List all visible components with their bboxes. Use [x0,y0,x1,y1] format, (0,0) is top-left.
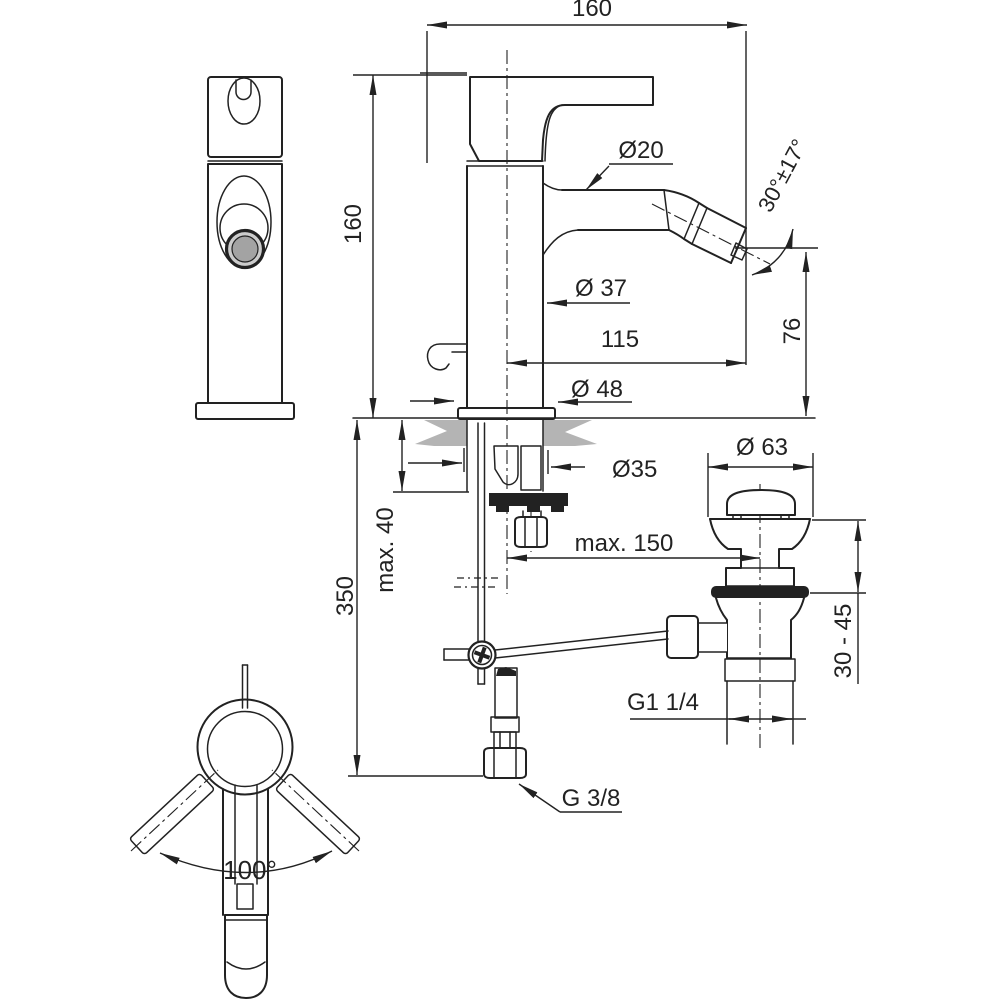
drain-cap [726,489,796,516]
dim-label-swivel-angle: 100° [223,855,277,885]
mounting-nut [489,493,568,506]
drain-assembly [666,484,811,748]
drain-flange-left [709,518,742,587]
top-lever-paddle [224,974,268,999]
front-lever-outline [227,77,261,125]
drain-flange-right [778,518,811,587]
dim-label-hose-length: 350 [332,576,359,616]
hose-connector-nut [514,516,548,548]
dim-label-spout-angle: 30°±17° [753,135,812,216]
front-view [195,76,295,420]
dim-label-height-body: 160 [340,204,367,244]
dim-label-spout-dia: Ø20 [618,137,663,164]
top-lever-swing-left [129,773,215,855]
dim-label-waste-thread: G1 1/4 [627,689,699,716]
top-view: 100° [129,664,361,999]
hose-crimp [490,716,520,733]
top-body-outer [196,698,294,796]
mounting-stud [520,445,542,491]
dim-label-base-dia: Ø 48 [571,376,623,403]
spout-axis-centerline [651,203,771,265]
dim-label-waste-cap-dia: Ø 63 [736,434,788,461]
deck-slab-right [543,420,597,446]
front-body [207,163,283,404]
dim-label-rod-length: max. 150 [575,530,674,557]
dim-label-width-overall: 160 [572,0,612,22]
mounting-cone [493,445,519,486]
drain-lever-clamp-nut [666,615,699,659]
dimensions: 160 160 Ø20 30°±17° Ø 37 115 76 Ø 48 Ø35 [332,0,866,813]
side-base-flange [457,407,556,420]
front-lever-notch [235,79,252,101]
swing-angle-arc [159,850,333,874]
front-base-plate [195,402,295,420]
front-aerator-core [231,235,259,263]
hose-end-nut [483,747,527,779]
top-body-inner [206,710,284,788]
deck-slab-left [415,420,467,446]
side-handle-lever [469,76,654,162]
deck-cross-section [352,417,816,446]
dim-label-body-dia: Ø 37 [575,275,627,302]
top-lever-notch [236,883,254,910]
linkage-rod [494,630,669,651]
dim-label-waste-range: 30 - 45 [830,604,857,679]
drain-gasket [711,586,809,598]
side-section-view [426,50,771,779]
dim-label-hose-thread: G 3/8 [562,785,621,812]
popup-knob-hook [426,343,468,371]
dim-label-hole-dia: Ø35 [612,456,657,483]
front-handle-block [207,76,283,158]
dim-label-spout-reach: 115 [601,326,639,353]
dim-label-outlet-height: 76 [779,318,806,345]
top-lever-swing-right [275,773,361,855]
dim-label-deck-thickness: max. 40 [372,507,399,592]
spout-outlet-tip [730,242,748,261]
drain-outlet-thread [724,658,796,682]
